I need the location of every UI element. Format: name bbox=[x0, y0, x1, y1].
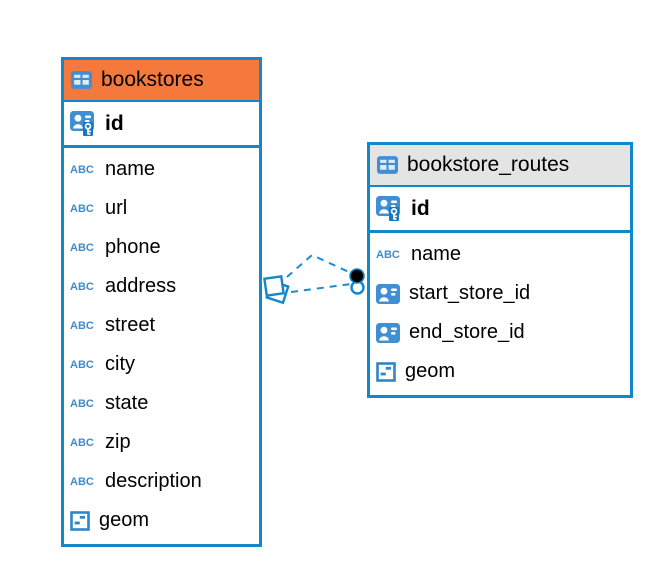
primary-key-icon bbox=[376, 196, 402, 222]
table-bookstores-header[interactable]: bookstores bbox=[64, 60, 259, 102]
column-row[interactable]: ABC phone bbox=[64, 228, 259, 267]
text-type-icon: ABC bbox=[70, 397, 94, 410]
text-type-icon: ABC bbox=[70, 163, 94, 176]
table-bookstores[interactable]: bookstores id ABC name ABC url ABC phone… bbox=[61, 57, 262, 547]
relationship-many-end-symbol[interactable] bbox=[263, 275, 290, 305]
column-list: ABC name start_store_id end_store_id ge bbox=[370, 233, 630, 395]
column-row[interactable]: end_store_id bbox=[370, 313, 630, 352]
primary-key-icon bbox=[70, 111, 96, 137]
column-row[interactable]: ABC name bbox=[64, 150, 259, 189]
column-row[interactable]: ABC name bbox=[370, 235, 630, 274]
column-name: state bbox=[105, 392, 149, 414]
geometry-type-icon bbox=[376, 362, 396, 382]
table-bookstore-routes-header[interactable]: bookstore_routes bbox=[370, 145, 630, 187]
column-row[interactable]: geom bbox=[370, 352, 630, 391]
text-type-icon: ABC bbox=[70, 280, 94, 293]
column-name: street bbox=[105, 314, 156, 336]
text-type-icon: ABC bbox=[70, 241, 94, 254]
table-icon bbox=[71, 71, 92, 89]
table-title: bookstore_routes bbox=[407, 153, 570, 176]
column-name: name bbox=[105, 158, 156, 180]
column-name: address bbox=[105, 275, 177, 297]
column-row-pk[interactable]: id bbox=[64, 102, 259, 148]
column-name: zip bbox=[105, 431, 131, 453]
column-row[interactable]: ABC state bbox=[64, 384, 259, 423]
relationship-link-lower[interactable] bbox=[290, 283, 352, 293]
table-bookstore-routes[interactable]: bookstore_routes id ABC name start_store… bbox=[367, 142, 633, 398]
column-name: geom bbox=[99, 509, 150, 531]
text-type-icon: ABC bbox=[376, 248, 400, 261]
column-row[interactable]: ABC url bbox=[64, 189, 259, 228]
column-name: phone bbox=[105, 236, 161, 258]
column-name: id bbox=[411, 196, 430, 220]
column-name: geom bbox=[405, 360, 456, 382]
text-type-icon: ABC bbox=[70, 319, 94, 332]
column-name: url bbox=[105, 197, 128, 219]
foreign-key-icon bbox=[376, 323, 400, 343]
column-name: id bbox=[105, 111, 124, 135]
relationship-link-upper[interactable] bbox=[286, 253, 352, 278]
column-row[interactable]: ABC address bbox=[64, 267, 259, 306]
foreign-key-icon bbox=[376, 284, 400, 304]
column-row[interactable]: ABC zip bbox=[64, 423, 259, 462]
column-row[interactable]: ABC description bbox=[64, 462, 259, 501]
geometry-type-icon bbox=[70, 511, 90, 531]
text-type-icon: ABC bbox=[70, 358, 94, 371]
table-title: bookstores bbox=[101, 68, 204, 91]
column-name: start_store_id bbox=[409, 282, 531, 304]
relationship-endpoint-dots[interactable] bbox=[349, 268, 365, 295]
table-icon bbox=[377, 156, 398, 174]
column-name: description bbox=[105, 470, 202, 492]
column-row[interactable]: ABC street bbox=[64, 306, 259, 345]
column-name: city bbox=[105, 353, 135, 375]
column-name: end_store_id bbox=[409, 321, 525, 343]
column-list: ABC name ABC url ABC phone ABC address A… bbox=[64, 148, 259, 544]
column-row[interactable]: ABC city bbox=[64, 345, 259, 384]
text-type-icon: ABC bbox=[70, 436, 94, 449]
text-type-icon: ABC bbox=[70, 475, 94, 488]
column-row[interactable]: geom bbox=[64, 501, 259, 540]
text-type-icon: ABC bbox=[70, 202, 94, 215]
column-row-pk[interactable]: id bbox=[370, 187, 630, 233]
column-name: name bbox=[411, 243, 462, 265]
column-row[interactable]: start_store_id bbox=[370, 274, 630, 313]
